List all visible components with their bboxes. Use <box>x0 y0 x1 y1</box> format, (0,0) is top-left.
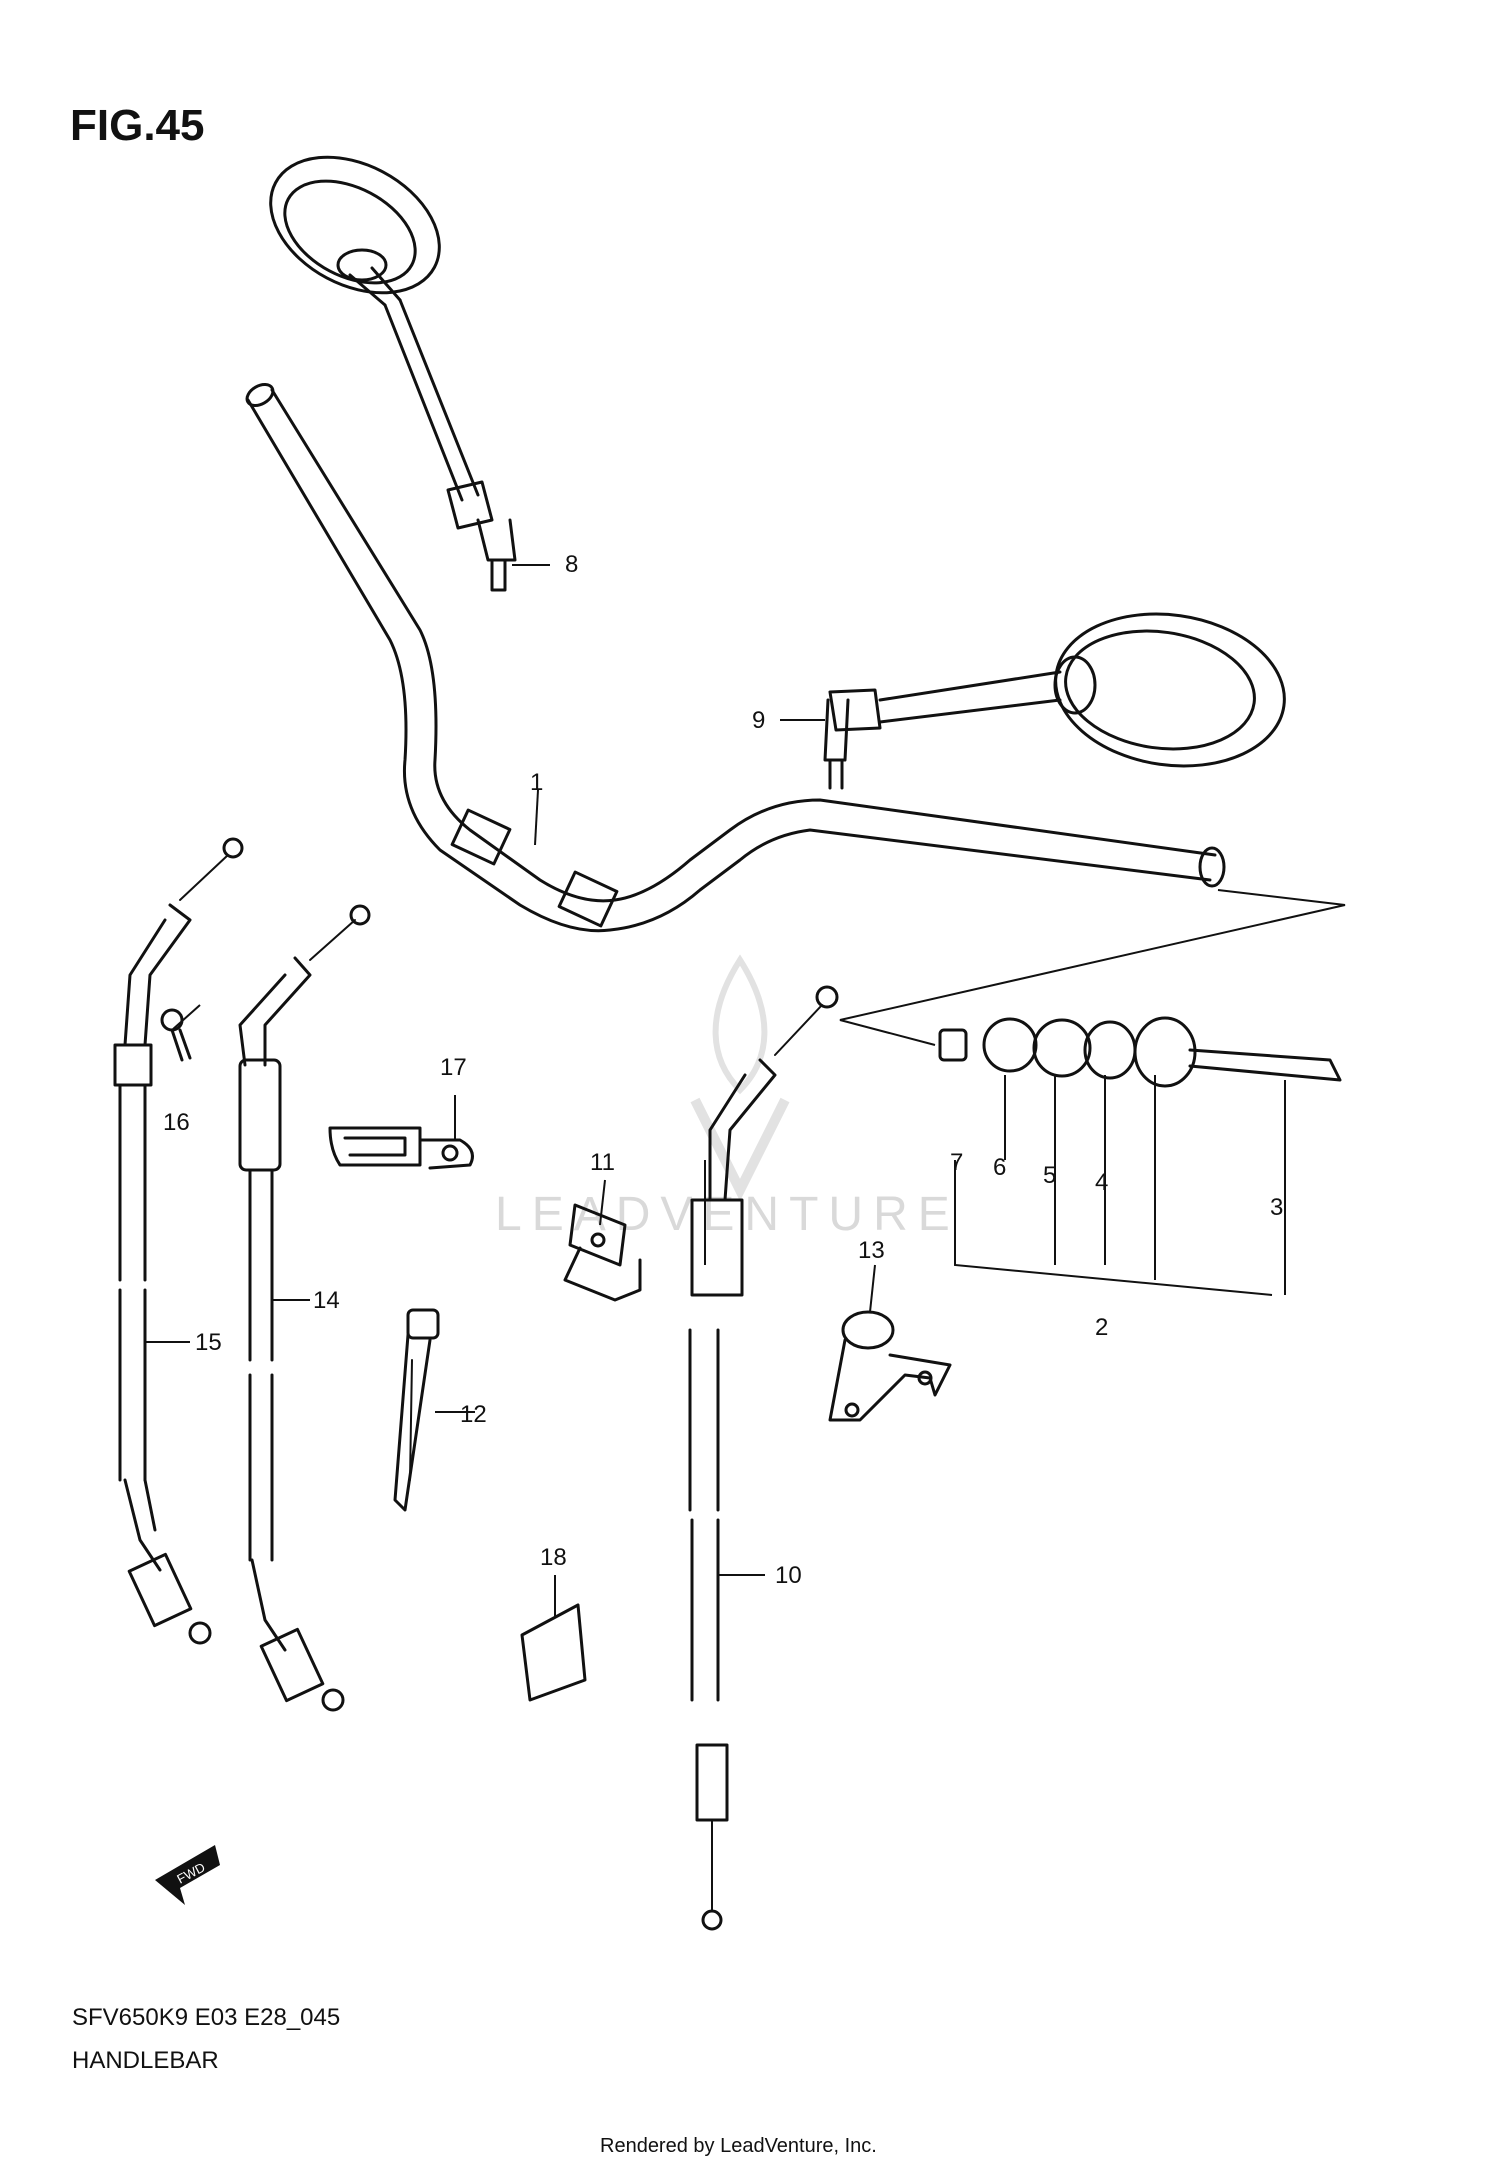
cable-15 <box>113 837 244 1645</box>
right-mirror <box>823 612 1286 790</box>
fwd-label: FWD <box>174 1860 207 1887</box>
callout-16: 16 <box>163 1109 190 1136</box>
callout-4: 4 <box>1095 1169 1108 1196</box>
callout-8: 8 <box>565 551 578 578</box>
credit-text: Rendered by LeadVenture, Inc. <box>600 2135 877 2157</box>
callout-12: 12 <box>460 1401 487 1428</box>
bar-end-balancer-assembly <box>839 889 1346 1088</box>
cable-14 <box>238 904 371 1712</box>
callout-6: 6 <box>993 1154 1006 1181</box>
callout-2: 2 <box>1095 1314 1108 1341</box>
callout-15: 15 <box>195 1329 222 1356</box>
label-18 <box>520 1603 587 1702</box>
clamp-11 <box>563 1203 642 1302</box>
cable-10 <box>688 985 839 1931</box>
clamp-13 <box>828 1310 952 1422</box>
section-name: HANDLEBAR <box>72 2047 219 2074</box>
left-mirror <box>269 155 517 592</box>
clamp-17 <box>328 1126 474 1170</box>
watermark-text: LEADVENTURE <box>495 1188 960 1241</box>
callout-13: 13 <box>858 1237 885 1264</box>
handlebar <box>245 383 1226 933</box>
callout-9: 9 <box>752 707 765 734</box>
callout-11: 11 <box>590 1149 615 1176</box>
callout-14: 14 <box>313 1287 340 1314</box>
callout-5: 5 <box>1043 1162 1056 1189</box>
callout-18: 18 <box>540 1544 567 1571</box>
callout-7: 7 <box>950 1149 963 1176</box>
callout-leaders <box>145 564 1286 1618</box>
callout-labels: 1 2 3 4 5 6 7 8 9 10 11 12 13 14 15 16 1… <box>163 551 1283 1589</box>
model-code: SFV650K9 E03 E28_045 <box>72 2004 340 2031</box>
fwd-arrow-icon: FWD <box>155 1845 220 1905</box>
callout-1: 1 <box>530 769 543 796</box>
callout-10: 10 <box>775 1562 802 1589</box>
figure-title: FIG.45 <box>70 101 205 150</box>
tie-12 <box>393 1308 440 1512</box>
callout-17: 17 <box>440 1054 467 1081</box>
callout-3: 3 <box>1270 1194 1283 1221</box>
